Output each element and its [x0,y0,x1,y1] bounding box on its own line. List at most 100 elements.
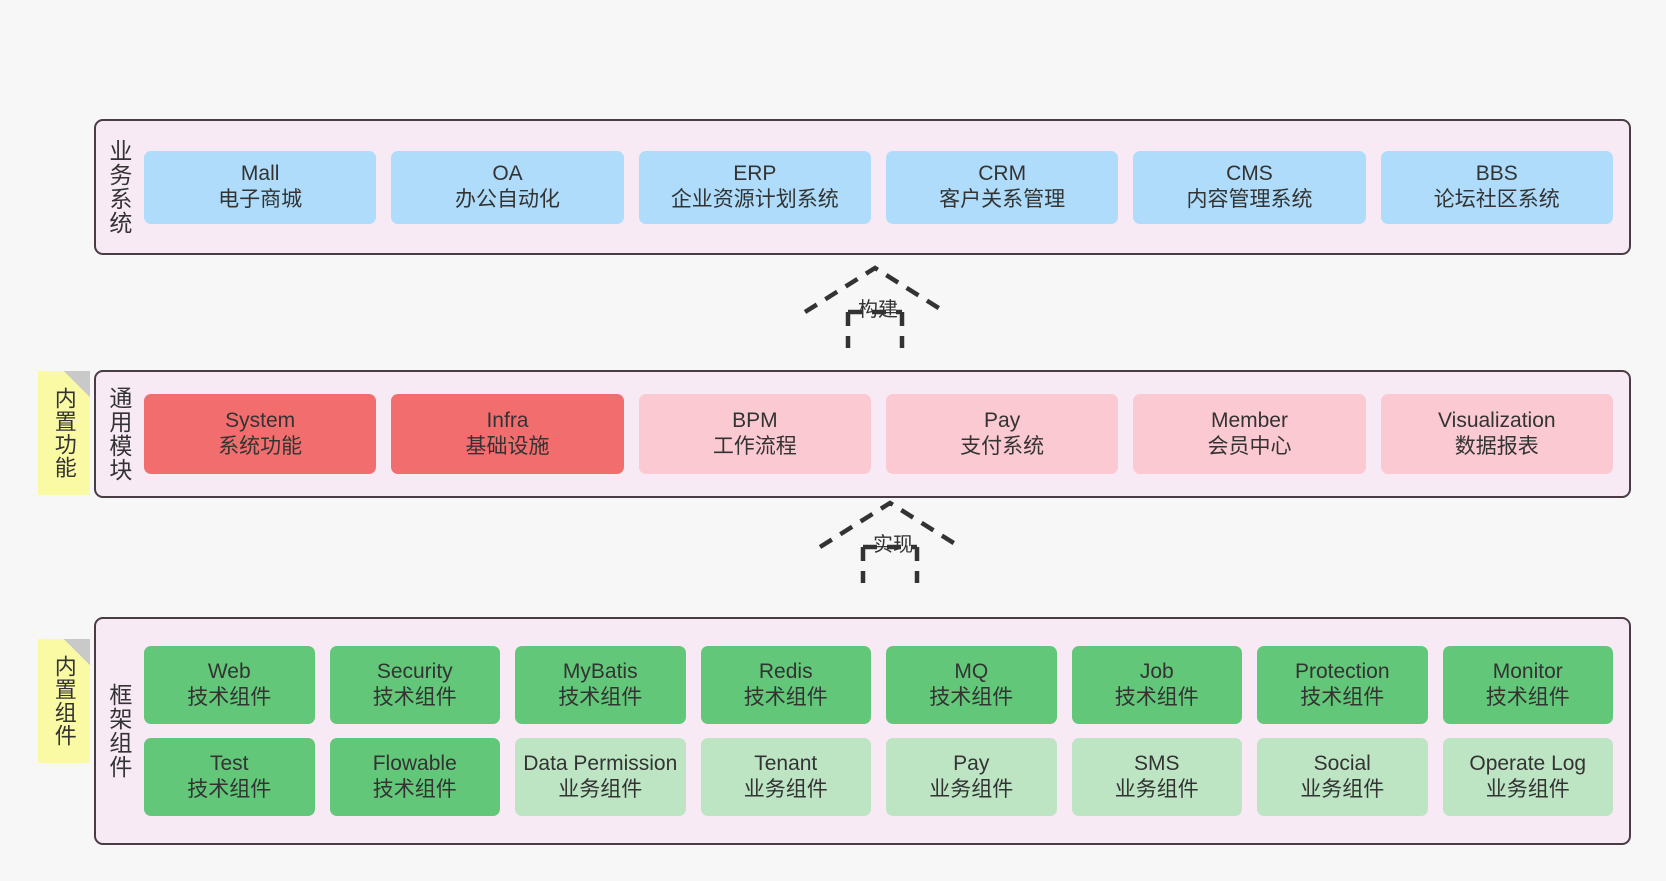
generalization-arrow-icon [818,500,962,583]
card-row: Test 技术组件 Flowable 技术组件 Data Permission … [144,738,1613,816]
card-title: Redis [758,659,813,683]
card-bbs[interactable]: BBS 论坛社区系统 [1380,150,1613,224]
card-title: Job [1139,659,1174,683]
card-title: Operate Log [1469,751,1587,775]
card-data-permission[interactable]: Data Permission 业务组件 [515,738,686,816]
card-title: Visualization [1438,408,1556,432]
connector-label-build: 构建 [858,299,898,321]
card-pay[interactable]: Pay 支付系统 [885,394,1119,474]
card-title: Social [1313,751,1371,775]
card-oa[interactable]: OA 办公自动化 [391,150,624,224]
layer-label-business-system: 业务系统 [105,139,132,235]
generalization-arrow-icon [803,265,947,348]
card-subtitle: 技术组件 [1300,686,1385,709]
card-title: Pay [984,408,1021,432]
card-subtitle: 技术组件 [372,778,457,801]
card-title: CRM [978,161,1027,185]
card-social[interactable]: Social 业务组件 [1257,738,1428,816]
connector-implement: 实现 [815,499,965,583]
card-title: CMS [1226,161,1273,185]
layer-business-system: 业务系统 Mall 电子商城 OA 办公自动化 ERP 企业资源计划系统 CRM… [94,119,1631,255]
card-title: Protection [1294,659,1390,683]
card-subtitle: 业务组件 [1114,778,1199,801]
card-subtitle: 支付系统 [960,435,1045,458]
card-subtitle: 业务组件 [743,778,828,801]
card-title: Tenant [754,751,818,775]
card-subtitle: 业务组件 [1300,778,1385,801]
card-erp[interactable]: ERP 企业资源计划系统 [638,150,871,224]
card-subtitle: 技术组件 [372,686,457,709]
card-mq[interactable]: MQ 技术组件 [886,646,1057,724]
card-mall[interactable]: Mall 电子商城 [144,150,377,224]
card-system[interactable]: System 系统功能 [144,394,377,474]
card-sms[interactable]: SMS 业务组件 [1071,738,1242,816]
card-subtitle: 内容管理系统 [1186,188,1313,211]
card-title: OA [492,161,523,185]
card-title: Web [207,659,251,683]
card-subtitle: 工作流程 [712,435,797,458]
card-subtitle: 技术组件 [187,778,272,801]
sticky-note-label: 内置功能 [51,387,77,479]
card-cms[interactable]: CMS 内容管理系统 [1133,150,1366,224]
layer-body-framework-components: Web 技术组件 Security 技术组件 MyBatis 技术组件 Redi… [140,619,1629,843]
card-bpm[interactable]: BPM 工作流程 [638,394,871,474]
card-title: MQ [954,659,989,683]
connector-build: 构建 [800,264,950,348]
card-title: MyBatis [562,659,638,683]
sticky-note-label: 内置组件 [51,655,77,747]
card-subtitle: 系统功能 [218,435,303,458]
card-row: Web 技术组件 Security 技术组件 MyBatis 技术组件 Redi… [144,646,1613,724]
card-subtitle: 业务组件 [558,778,643,801]
card-subtitle: 会员中心 [1207,435,1292,458]
card-subtitle: 技术组件 [743,686,828,709]
layer-body-general-modules: System 系统功能 Infra 基础设施 BPM 工作流程 Pay 支付系统… [140,372,1629,496]
card-title: Test [209,751,249,775]
card-redis[interactable]: Redis 技术组件 [700,646,871,724]
connector-label-implement: 实现 [873,534,913,556]
card-web[interactable]: Web 技术组件 [144,646,315,724]
card-title: Data Permission [523,751,678,775]
card-title: Infra [486,408,529,432]
card-title: SMS [1133,751,1180,775]
card-title: Member [1210,408,1288,432]
card-title: ERP [733,161,777,185]
card-subtitle: 技术组件 [1485,686,1570,709]
card-job[interactable]: Job 技术组件 [1071,646,1242,724]
layer-body-business-system: Mall 电子商城 OA 办公自动化 ERP 企业资源计划系统 CRM 客户关系… [140,121,1629,253]
card-title: Monitor [1492,659,1563,683]
card-test[interactable]: Test 技术组件 [144,738,315,816]
sticky-note-builtin-component: 内置组件 [38,639,90,763]
card-title: Flowable [372,751,457,775]
card-visualization[interactable]: Visualization 数据报表 [1380,394,1613,474]
card-title: System [225,408,296,432]
card-row: Mall 电子商城 OA 办公自动化 ERP 企业资源计划系统 CRM 客户关系… [144,150,1613,224]
card-subtitle: 基础设施 [465,435,550,458]
layer-framework-components: 框架组件 Web 技术组件 Security 技术组件 MyBatis 技术组件… [94,617,1631,845]
card-mybatis[interactable]: MyBatis 技术组件 [515,646,686,724]
layer-label-general-modules: 通用模块 [105,386,132,482]
card-crm[interactable]: CRM 客户关系管理 [885,150,1119,224]
card-subtitle: 数据报表 [1454,435,1539,458]
card-member[interactable]: Member 会员中心 [1133,394,1366,474]
card-infra[interactable]: Infra 基础设施 [391,394,624,474]
card-protection[interactable]: Protection 技术组件 [1257,646,1428,724]
card-subtitle: 技术组件 [1114,686,1199,709]
card-pay-business[interactable]: Pay 业务组件 [886,738,1057,816]
card-title: BBS [1475,161,1518,185]
card-monitor[interactable]: Monitor 技术组件 [1442,646,1613,724]
sticky-note-builtin-feature: 内置功能 [38,371,90,495]
card-title: Pay [953,751,990,775]
card-subtitle: 业务组件 [929,778,1014,801]
card-subtitle: 电子商城 [218,188,303,211]
card-title: Security [376,659,453,683]
card-flowable[interactable]: Flowable 技术组件 [329,738,500,816]
layer-label-framework-components: 框架组件 [105,683,132,779]
card-tenant[interactable]: Tenant 业务组件 [700,738,871,816]
card-subtitle: 业务组件 [1485,778,1570,801]
card-subtitle: 企业资源计划系统 [670,188,839,211]
card-operate-log[interactable]: Operate Log 业务组件 [1442,738,1613,816]
card-subtitle: 办公自动化 [454,188,560,211]
card-subtitle: 技术组件 [558,686,643,709]
card-security[interactable]: Security 技术组件 [329,646,500,724]
card-title: Mall [240,161,280,185]
